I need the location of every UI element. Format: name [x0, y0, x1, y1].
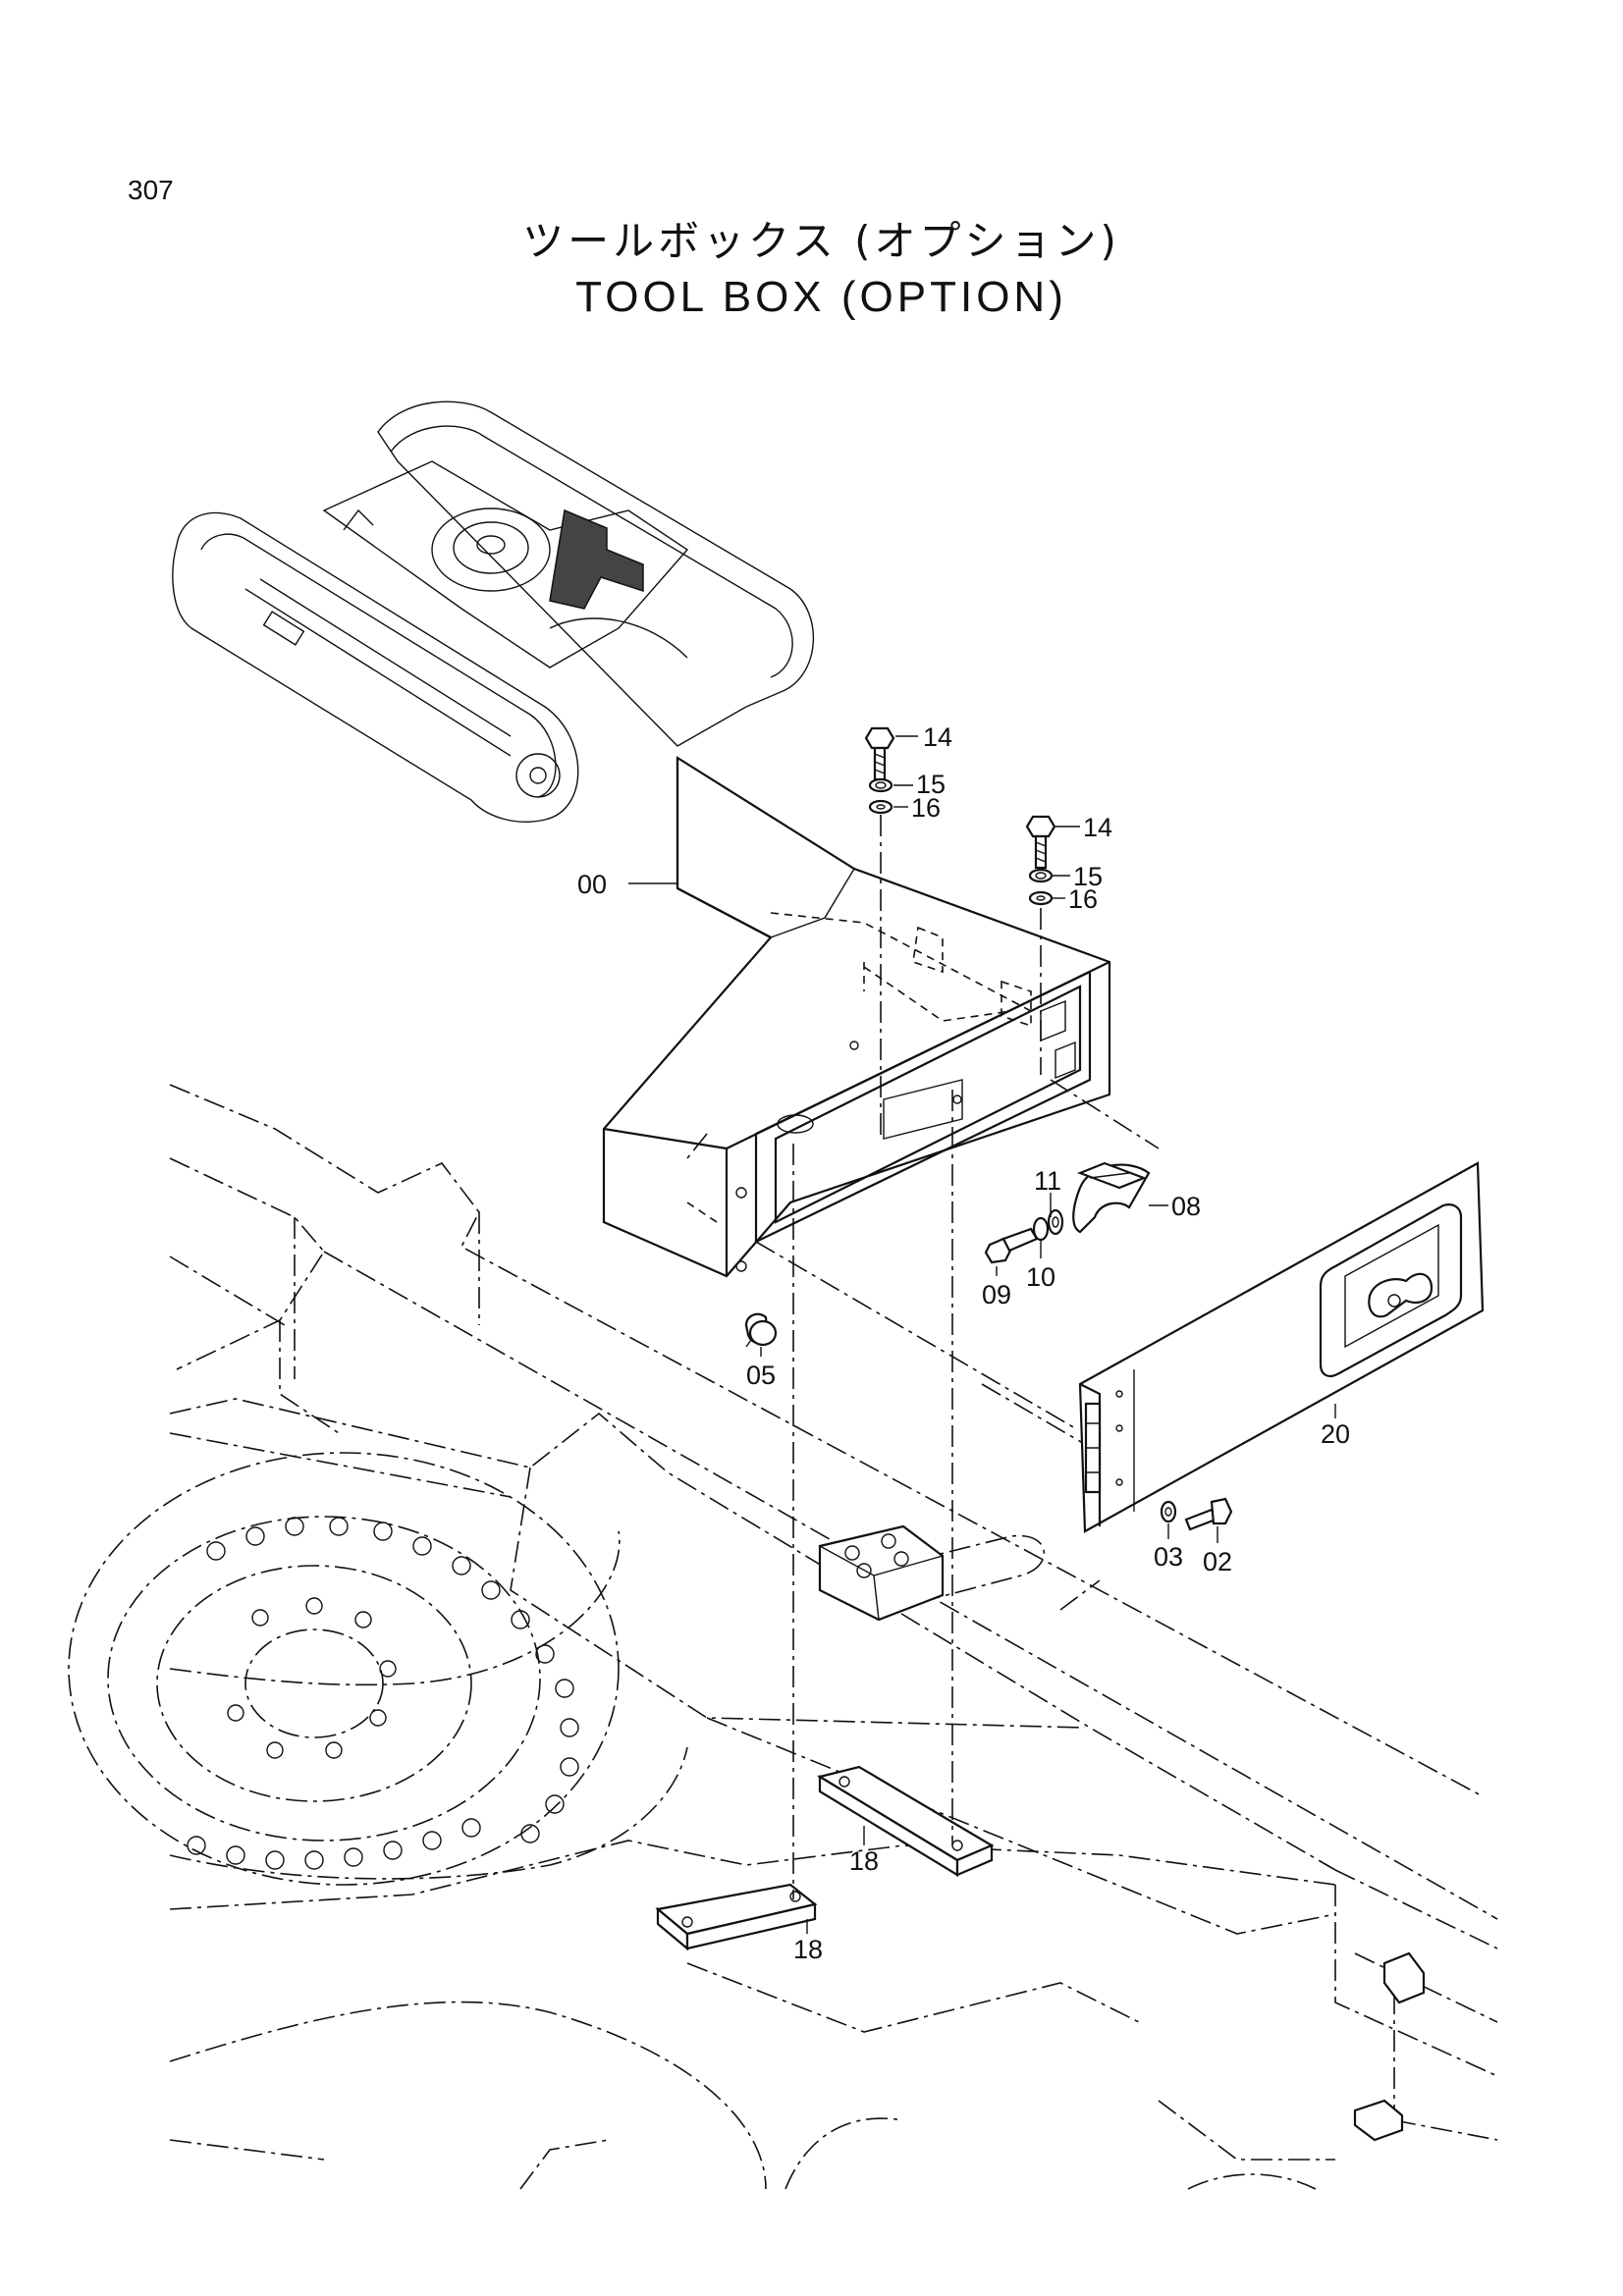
callout-11: 11	[1034, 1166, 1061, 1196]
callout-10: 10	[1026, 1262, 1055, 1292]
tool-box-body	[602, 756, 1111, 1278]
callout-08: 08	[1171, 1192, 1201, 1221]
title-block: ツールボックス (オプション) TOOL BOX (OPTION)	[0, 214, 1623, 326]
support-plates	[655, 1765, 995, 1951]
callout-16-right: 16	[1068, 884, 1098, 914]
tool-box-door	[1078, 1161, 1485, 1533]
callout-15-left: 15	[916, 770, 946, 799]
bearing-bolt-holes	[187, 1517, 579, 1870]
callout-18-lower: 18	[793, 1935, 823, 1964]
callout-03: 03	[1154, 1542, 1183, 1572]
latch-bracket	[1072, 1161, 1151, 1234]
callout-00: 00	[577, 870, 607, 899]
leader-lines	[628, 735, 1336, 1934]
callout-14-left: 14	[923, 722, 952, 752]
callout-16-left: 16	[911, 793, 941, 823]
callout-09: 09	[982, 1280, 1011, 1309]
title-japanese: ツールボックス (オプション)	[522, 217, 1120, 265]
callout-14-right: 14	[1083, 813, 1112, 842]
assembly-lines	[686, 815, 1160, 1899]
callout-18-upper: 18	[849, 1846, 879, 1876]
callout-02: 02	[1203, 1547, 1232, 1576]
callout-15-right: 15	[1073, 862, 1103, 891]
callout-labels: 00 14 15 16 14 15 16 11 08 09 10 05 20 0…	[577, 722, 1350, 1964]
title-english: TOOL BOX (OPTION)	[575, 273, 1067, 321]
undercarriage-overview	[172, 400, 815, 823]
callout-05: 05	[746, 1361, 776, 1390]
revolving-frame	[68, 1084, 1498, 2190]
callout-20: 20	[1321, 1419, 1350, 1449]
page-number: 307	[128, 175, 174, 205]
